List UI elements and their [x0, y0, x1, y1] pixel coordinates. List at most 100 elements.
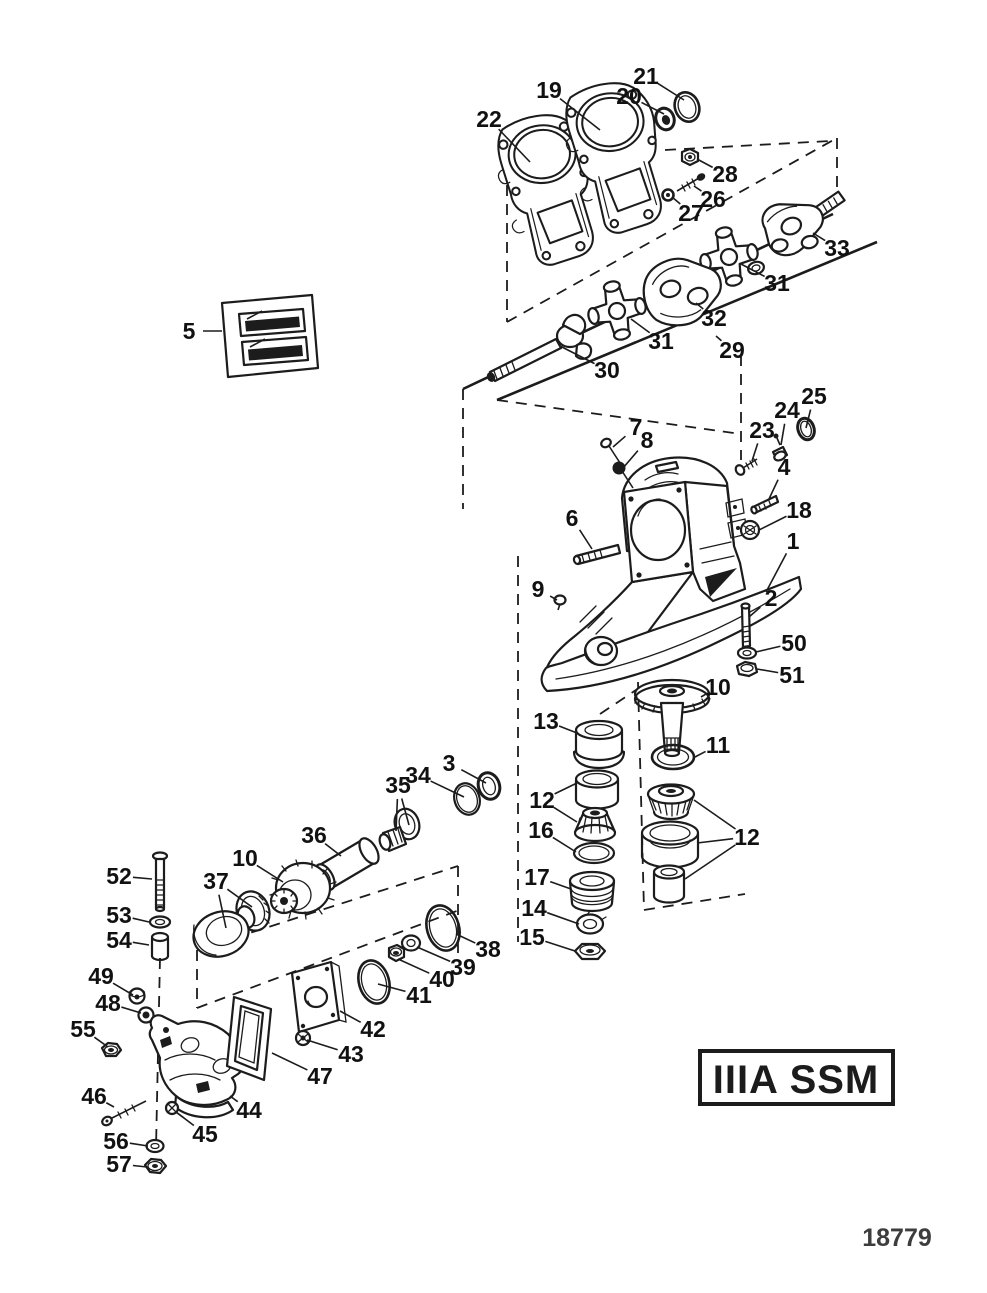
callout-24: 24	[774, 397, 800, 423]
callout-leader	[546, 911, 580, 925]
part-57-nut	[143, 1157, 168, 1175]
callout-leader	[132, 1164, 148, 1168]
callout-50: 50	[781, 630, 807, 656]
part-1-gear-housing	[540, 456, 803, 693]
part-3-seal	[476, 771, 502, 801]
part-12-bearing-race	[640, 820, 700, 869]
callout-leader	[805, 409, 812, 429]
part-50-washer	[736, 646, 758, 660]
part-38-o-ring	[425, 904, 461, 952]
part-30-drive-shaft	[486, 313, 593, 383]
part-48-washer	[137, 1006, 155, 1024]
part-41-o-ring	[357, 959, 391, 1005]
part-49-nut	[128, 987, 146, 1005]
part-44-bracket	[148, 1014, 246, 1119]
callout-7: 7	[630, 414, 643, 440]
callout-37: 37	[203, 868, 229, 894]
part-35-bearing	[378, 807, 421, 853]
callout-13: 13	[533, 708, 559, 734]
callout-leader	[460, 768, 487, 784]
callout-leader	[498, 128, 531, 163]
part-32-coupler	[642, 257, 722, 327]
callout-46: 46	[81, 1083, 107, 1109]
callout-leader	[780, 423, 786, 446]
callout-leader	[758, 515, 787, 531]
callout-leader	[696, 158, 714, 169]
callout-8: 8	[641, 427, 654, 453]
callout-leader	[755, 645, 781, 653]
callout-19: 19	[536, 77, 562, 103]
callout-leader	[612, 435, 626, 448]
callout-21: 21	[633, 63, 659, 89]
drive-type-badge: IIIA SSM	[698, 1049, 895, 1106]
callout-53: 53	[106, 902, 132, 928]
callout-leader	[306, 1039, 338, 1051]
callout-leader	[271, 1052, 308, 1071]
callout-leader	[121, 1006, 142, 1014]
callout-leader	[578, 529, 593, 550]
callout-leader	[549, 595, 558, 601]
part-51-nut	[735, 660, 759, 678]
callout-14: 14	[521, 895, 547, 921]
callout-48: 48	[95, 990, 121, 1016]
callout-leader	[693, 185, 702, 192]
callout-leader	[218, 894, 227, 929]
part-23-screw	[734, 458, 758, 476]
part-10-pinion-gear	[633, 678, 711, 758]
callout-leader	[416, 946, 451, 963]
part-40-nut	[387, 943, 406, 963]
callout-36: 36	[301, 822, 327, 848]
callout-leader	[684, 844, 736, 880]
callout-leader	[93, 1036, 109, 1048]
callout-9: 9	[532, 576, 545, 602]
callout-44: 44	[236, 1097, 262, 1123]
callout-11: 11	[706, 732, 731, 758]
callout-leader	[748, 606, 761, 618]
part-47-gasket	[225, 995, 273, 1082]
part-28-nut	[680, 147, 700, 167]
callout-31: 31	[648, 328, 674, 354]
callout-leader	[377, 983, 406, 993]
part-18-plug	[739, 519, 761, 541]
part-26-bolt	[676, 173, 706, 192]
part-42-plate	[290, 960, 347, 1034]
callout-22: 22	[476, 106, 502, 132]
callout-leader	[765, 552, 788, 593]
drawing-number: 18779	[862, 1224, 932, 1252]
callout-leader	[397, 958, 430, 974]
callout-leader	[132, 917, 150, 923]
part-9-plug	[553, 594, 567, 611]
part-12-spacer	[652, 864, 686, 904]
callout-leader	[175, 1111, 195, 1127]
callout-35: 35	[385, 772, 411, 798]
part-27-washer	[661, 188, 675, 202]
callout-32: 32	[701, 305, 727, 331]
callout-leader	[715, 335, 722, 342]
callout-2: 2	[765, 585, 778, 611]
callout-57: 57	[106, 1151, 132, 1177]
callout-leader	[622, 450, 639, 469]
callout-12: 12	[734, 824, 760, 850]
callout-51: 51	[779, 662, 805, 688]
callout-23: 23	[749, 417, 775, 443]
callout-leader	[696, 837, 734, 844]
callout-leader	[695, 302, 704, 310]
callout-leader	[693, 799, 736, 830]
callout-leader	[129, 1142, 149, 1147]
callout-leader	[671, 196, 681, 205]
part-10-gear	[269, 859, 337, 920]
part-54-spacer	[150, 931, 170, 962]
callout-leader	[559, 345, 595, 365]
callout-18: 18	[786, 497, 812, 523]
part-31-u-joint	[581, 274, 653, 347]
callout-leader	[549, 880, 572, 890]
part-43-nut	[294, 1029, 312, 1047]
callout-leader	[226, 888, 253, 908]
callout-34: 34	[405, 762, 431, 788]
part-12-bearing	[646, 783, 696, 821]
part-25-o-ring	[796, 416, 816, 442]
part-34-o-ring	[453, 782, 481, 816]
part-46-screw	[101, 1100, 147, 1127]
callout-25: 25	[801, 383, 827, 409]
